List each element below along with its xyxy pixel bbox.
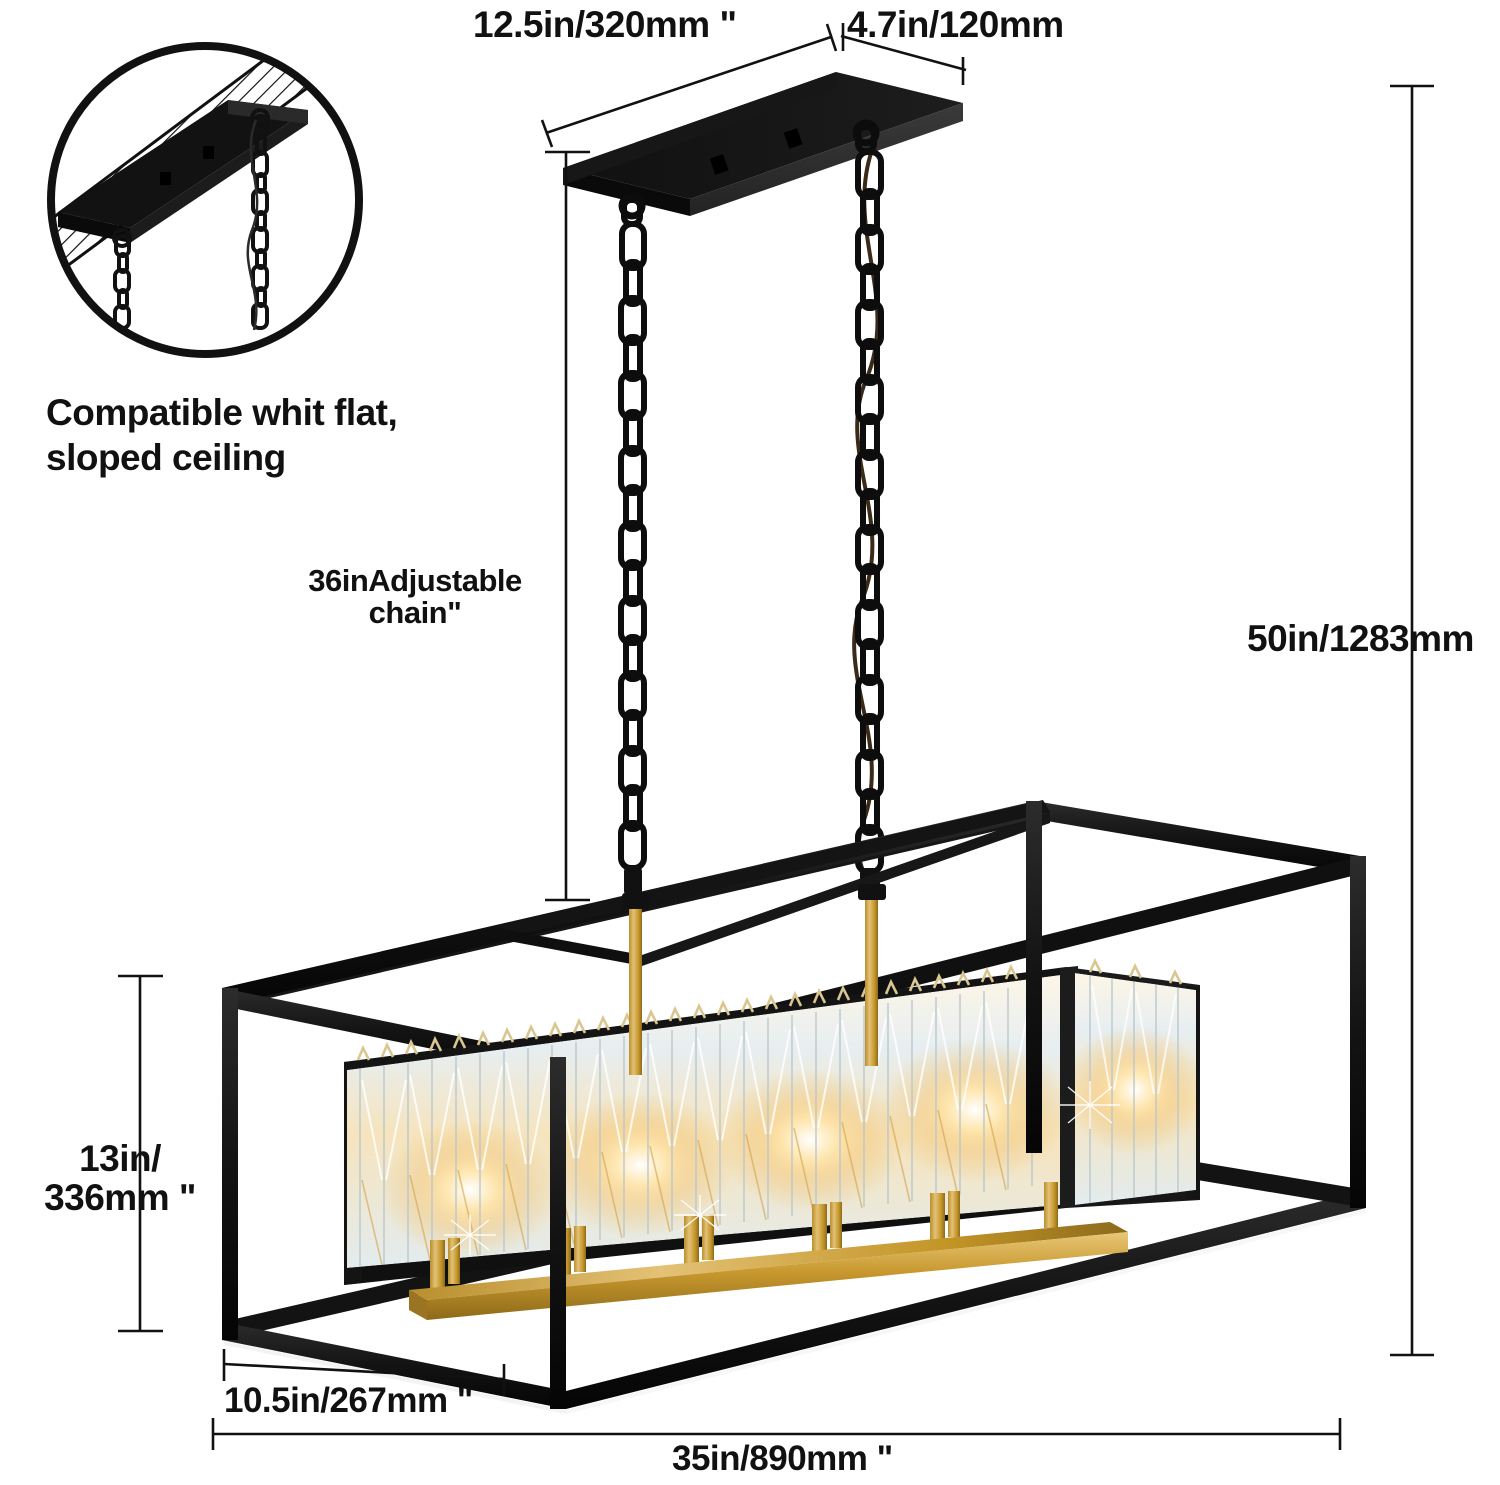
ceiling-canopy — [563, 72, 963, 227]
label-total-height: 50in/1283mm — [1247, 618, 1474, 659]
crystal-hooks — [356, 957, 1183, 1061]
label-compatible-note: Compatible whit flat,sloped ceiling — [46, 390, 546, 480]
fixture-height-line-1: 13in/ — [79, 1138, 161, 1179]
label-fixture-height: 13in/336mm " — [20, 1138, 220, 1218]
left-chain-connector — [624, 866, 642, 896]
label-canopy-width: 4.7in/120mm — [847, 4, 1064, 45]
note-line-2: sloped ceiling — [46, 437, 286, 479]
brass-stems — [622, 884, 886, 1075]
crystal-panel-front — [347, 975, 1060, 1268]
light-sparkles — [444, 1081, 1120, 1255]
right-chain — [855, 149, 884, 875]
label-canopy-length: 12.5in/320mm " — [473, 4, 737, 45]
fixture-height-line-2: 336mm " — [44, 1176, 196, 1218]
chain-line-1: 36inAdjustable — [308, 563, 522, 598]
dim-line-depth — [223, 1362, 505, 1381]
brass-bottom-rail — [409, 1222, 1128, 1320]
brass-socket-posts — [430, 1182, 1058, 1288]
inset-circle-border — [47, 42, 363, 358]
label-fixture-width: 35in/890mm " — [672, 1439, 893, 1478]
chain-line-2: chain" — [368, 594, 462, 630]
label-fixture-depth: 10.5in/267mm " — [224, 1381, 473, 1420]
dim-line-canopy-width — [840, 34, 967, 72]
dim-line-canopy-length — [545, 35, 832, 135]
inset-contents — [51, 46, 359, 354]
crystal-panel-right — [1075, 973, 1196, 1205]
note-line-1: Compatible whit flat, — [46, 392, 398, 433]
left-chain — [618, 221, 647, 871]
cage-front-posts — [222, 801, 1366, 1409]
